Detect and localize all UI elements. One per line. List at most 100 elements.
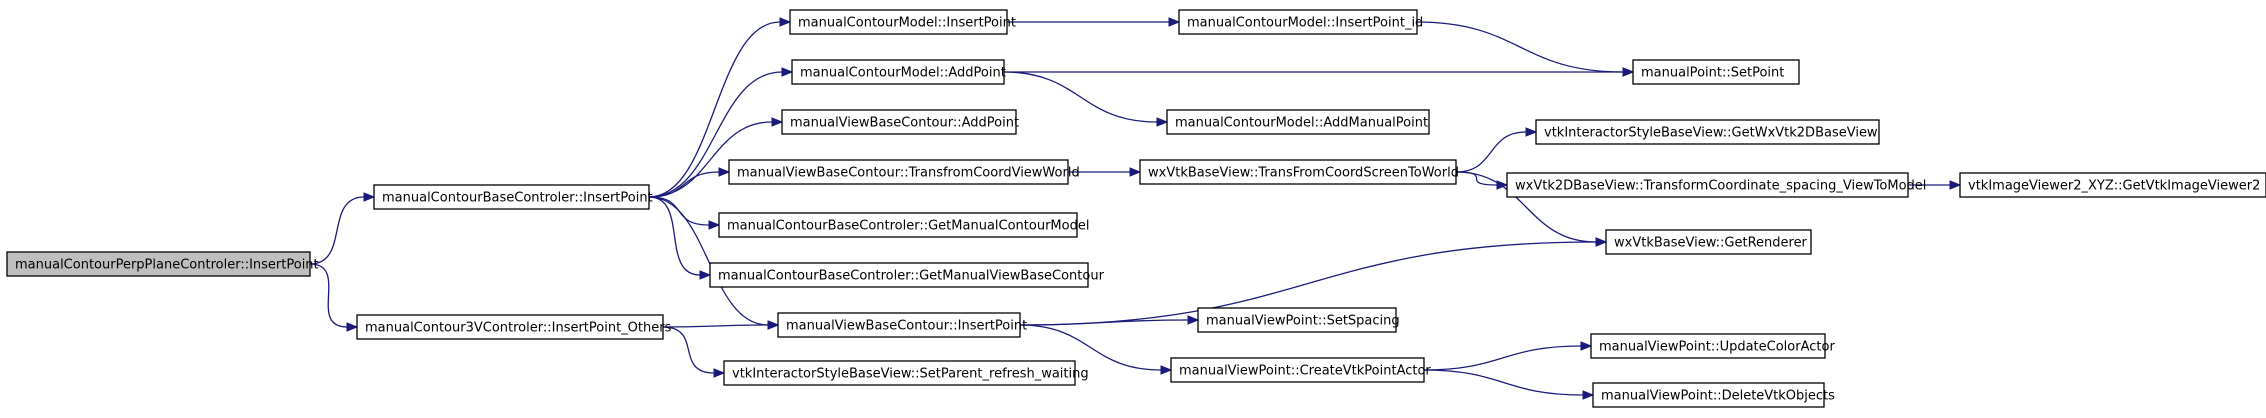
node-box [1506,172,1909,198]
edge-n18-to-n22 [1907,180,1962,190]
arrowhead [1129,167,1142,177]
edge-n0-to-n2 [309,263,359,332]
node-label: vtkImageViewer2_XYZ::GetVtkImageViewer2 [1968,179,2260,194]
arrowhead [1168,17,1181,27]
node-n15[interactable]: manualViewPoint::CreateVtkPointActor [1170,357,1431,383]
node-n13[interactable]: wxVtkBaseView::TransFromCoordScreenToWor… [1139,159,1459,185]
node-n5[interactable]: manualViewBaseContour::AddPoint [781,109,1019,135]
node-n2[interactable]: manualContour3VControler::InsertPoint_Ot… [356,314,672,340]
arrowhead [699,270,712,280]
edge-n15-to-n20 [1423,341,1593,371]
edge-line [662,326,715,374]
edge-line [1416,21,1624,73]
node-n7[interactable]: manualContourBaseControler::GetManualCon… [718,212,1089,238]
node-box [791,59,1005,85]
edge-line [309,263,348,328]
arrowhead [781,67,794,77]
node-label: manualViewBaseContour::AddPoint [790,116,1019,131]
edge-line [662,324,769,328]
node-n20[interactable]: manualViewPoint::UpdateColorActor [1590,333,1835,359]
node-label: manualContourBaseControler::GetManualCon… [727,219,1089,234]
edge-n1-to-n4 [648,67,794,198]
edge-line [1019,241,1597,326]
node-n1[interactable]: manualContourBaseControler::InsertPoint [373,184,653,210]
edge-line [1455,171,1597,243]
arrowhead [1187,315,1200,325]
node-label: manualContourModel::InsertPoint_id [1187,16,1423,31]
node-n4[interactable]: manualContourModel::AddPoint [791,59,1006,85]
arrowhead [771,117,784,127]
node-n16[interactable]: manualPoint::SetPoint [1632,59,1800,85]
node-n11[interactable]: manualContourModel::InsertPoint_id [1178,9,1423,35]
node-n14[interactable]: manualViewPoint::SetSpacing [1197,307,1400,333]
node-box [1197,307,1397,333]
node-layer: manualContourPerpPlaneControler::InsertP… [6,9,2266,408]
node-box [1139,159,1457,185]
node-box [777,312,1021,338]
node-box [373,184,650,210]
node-n9[interactable]: manualViewBaseContour::InsertPoint [777,312,1027,338]
node-box [1166,109,1430,135]
arrowhead [1496,180,1509,190]
node-label: manualContourPerpPlaneControler::InsertP… [15,258,319,273]
node-n21[interactable]: manualViewPoint::DeleteVtkObjects [1592,382,1835,408]
edge-n1-to-n3 [648,17,792,198]
node-box [718,212,1078,238]
edge-n13-to-n17 [1455,127,1538,173]
node-box [1535,119,1880,145]
node-box [1592,382,1825,408]
arrowhead [1949,180,1962,190]
node-label: manualPoint::SetPoint [1641,66,1784,81]
node-label: vtkInteractorStyleBaseView::SetParent_re… [732,367,1089,382]
node-box [723,360,1076,386]
node-box [1170,357,1425,383]
edge-n1-to-n8 [648,196,712,280]
edge-n9-to-n19 [1019,237,1608,326]
node-n10[interactable]: vtkInteractorStyleBaseView::SetParent_re… [723,360,1089,386]
node-box [709,262,1089,288]
node-label: manualContourBaseControler::InsertPoint [382,191,653,206]
arrowhead [767,320,780,330]
node-n17[interactable]: vtkInteractorStyleBaseView::GetWxVtk2DBa… [1535,119,1880,145]
edge-n11-to-n16 [1416,21,1635,77]
edge-n3-to-n11 [1007,17,1181,27]
arrowhead [1595,237,1608,247]
node-label: manualContourModel::InsertPoint [798,16,1016,31]
node-n18[interactable]: wxVtk2DBaseView::TransformCoordinate_spa… [1506,172,1926,198]
edge-n2-to-n9 [662,320,780,330]
edge-layer [309,17,1962,400]
node-label: manualContourModel::AddManualPoint [1175,116,1428,131]
edge-n1-to-n5 [648,117,784,198]
edge-line [648,21,781,198]
arrowhead [346,322,359,332]
arrowhead [1156,117,1169,127]
edge-line [1019,324,1162,371]
node-box [1632,59,1800,85]
node-n8[interactable]: manualContourBaseControler::GetManualVie… [709,262,1105,288]
edge-line [1455,131,1527,173]
node-n6[interactable]: manualViewBaseContour::TransfromCoordVie… [728,159,1080,185]
arrowhead [363,192,376,202]
edge-line [1423,369,1584,396]
arrowhead [779,17,792,27]
node-label: manualViewBaseContour::TransfromCoordVie… [737,166,1080,181]
node-n22[interactable]: vtkImageViewer2_XYZ::GetVtkImageViewer2 [1959,172,2266,198]
node-n3[interactable]: manualContourModel::InsertPoint [789,9,1016,35]
node-n0[interactable]: manualContourPerpPlaneControler::InsertP… [6,251,319,277]
edge-line [1019,319,1189,326]
node-label: manualContourBaseControler::GetManualVie… [718,269,1105,284]
edge-n4-to-n12 [1003,71,1169,127]
edge-line [648,196,701,276]
arrowhead [1582,390,1595,400]
node-label: manualViewPoint::CreateVtkPointActor [1179,364,1431,379]
arrowhead [708,220,721,230]
edge-n9-to-n14 [1019,315,1200,326]
node-n19[interactable]: wxVtkBaseView::GetRenderer [1605,229,1812,255]
arrowhead [1580,341,1593,351]
node-n12[interactable]: manualContourModel::AddManualPoint [1166,109,1430,135]
node-label: vtkInteractorStyleBaseView::GetWxVtk2DBa… [1544,126,1878,141]
node-label: wxVtkBaseView::TransFromCoordScreenToWor… [1148,166,1459,181]
node-box [728,159,1069,185]
node-label: wxVtk2DBaseView::TransformCoordinate_spa… [1515,179,1926,194]
